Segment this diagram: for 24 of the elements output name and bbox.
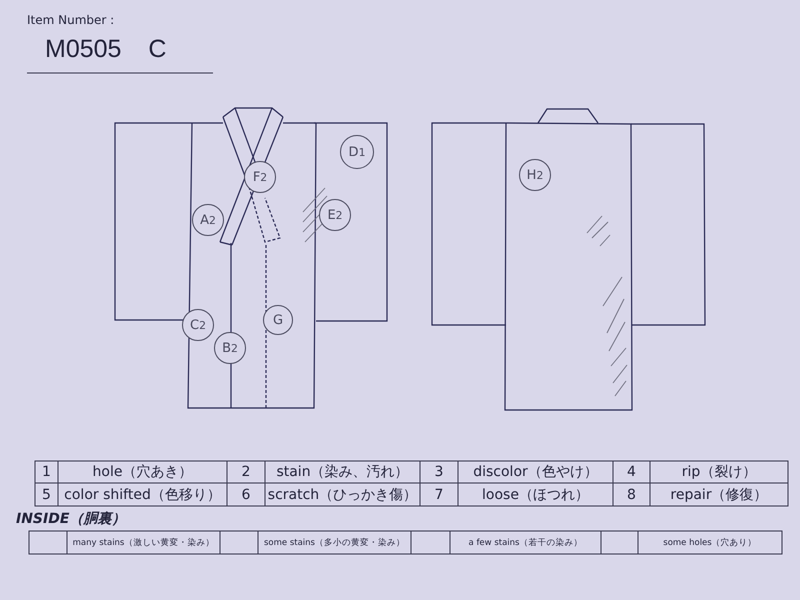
circled-mark: G — [263, 305, 293, 335]
code-number: 6 — [242, 486, 250, 502]
code-number: 2 — [242, 464, 250, 480]
stain-level-text: many stains（激しい黄変・染み） — [72, 536, 214, 548]
damage-term: discolor（色やけ） — [473, 463, 598, 481]
stain-level-text: some stains（多小の黄変・染み） — [264, 536, 405, 548]
stain-level-text: some holes（穴あり） — [663, 536, 757, 548]
code-number: 3 — [434, 464, 444, 480]
stain-level-text: a few stains（若干の染み） — [468, 536, 582, 548]
damage-term: hole（穴あき） — [92, 463, 192, 481]
damage-term: stain（染み、汚れ） — [276, 463, 409, 481]
code-number: 4 — [627, 464, 636, 480]
damage-term: rip（裂け） — [682, 463, 756, 481]
damage-term: color shifted（色移り） — [64, 486, 221, 504]
damage-term: repair（修復） — [670, 486, 768, 504]
item-number-value: M0505 C — [45, 34, 166, 64]
code-number: 1 — [42, 464, 51, 480]
damage-term: loose（ほつれ） — [482, 486, 589, 504]
item-number-label: Item Number : — [27, 13, 114, 27]
damage-term: scratch（ひっかき傷） — [268, 486, 418, 504]
code-number: 5 — [42, 486, 51, 502]
code-number: 7 — [434, 486, 444, 502]
section-heading: INSIDE（胴裏） — [16, 510, 126, 528]
code-number: 8 — [627, 486, 636, 502]
